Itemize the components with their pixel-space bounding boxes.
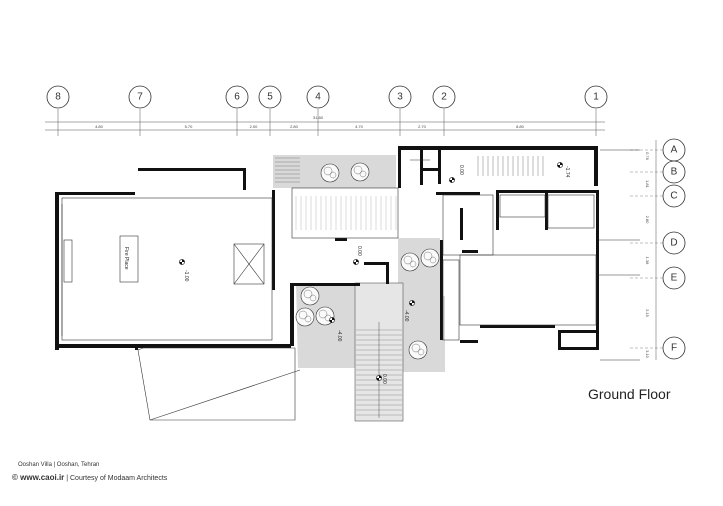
grid-label-5: 5 (267, 92, 273, 103)
level-top-right: -1.74 (564, 166, 570, 178)
row-label-B: B (671, 167, 678, 178)
project-caption: Ooshan Villa | Ooshan, Tehran (18, 462, 100, 468)
level-yard-right: -4.00 (403, 310, 409, 322)
top-dimension: 8.80 (516, 124, 525, 129)
grid-label-8: 8 (55, 92, 61, 103)
credit-caption: © www.caoi.ir | Courtesy of Modaam Archi… (12, 473, 167, 482)
row-label-A: A (671, 145, 678, 156)
tree (400, 252, 420, 272)
top-dimension: 4.70 (355, 124, 364, 129)
right-dimension: 2.80 (645, 216, 650, 225)
level-yard-left: -4.00 (336, 330, 342, 342)
site-link[interactable]: © www.caoi.ir (12, 473, 65, 482)
garden-areas (273, 155, 445, 422)
grid-bubble-2 (432, 85, 456, 109)
grid-label-4: 4 (315, 92, 321, 103)
right-dimension: 1.38 (645, 257, 650, 266)
top-dimension: 2.80 (290, 124, 299, 129)
grid-label-1: 1 (593, 92, 599, 103)
row-label-E: E (671, 273, 678, 284)
right-dimension: 2.15 (645, 309, 650, 318)
grid-rows: AB C D E F (630, 138, 686, 360)
tree (350, 162, 370, 182)
grid-bubble-7 (128, 85, 152, 109)
right-dimension: 1.81 (645, 180, 650, 189)
grid-bubble-1 (584, 85, 608, 109)
top-dimension-chain: 31.80 4.80 5.70 2.00 2.80 4.70 2.70 8.80 (45, 115, 605, 131)
overall-dimension: 31.80 (313, 115, 324, 120)
top-dimension: 5.70 (185, 124, 194, 129)
level-markers (179, 162, 563, 381)
level-center: 0.00 (356, 246, 362, 256)
right-dimension: 0.76 (645, 152, 650, 161)
row-label-D: D (670, 238, 677, 249)
grid-bubble-4 (306, 85, 330, 109)
grid-bubble-8 (46, 85, 70, 109)
grid-label-6: 6 (234, 92, 240, 103)
level-stair: 0.00 (458, 165, 464, 175)
grid-columns: 8 7 6 5 4 3 2 1 (46, 85, 608, 136)
right-dimension: 3.10 (645, 350, 650, 359)
right-dimension-chain: 0.76 1.81 2.80 1.38 2.15 3.10 (645, 152, 650, 359)
grid-label-3: 3 (397, 92, 403, 103)
fireplace-label: Fire Place (123, 247, 129, 270)
walls (55, 146, 599, 350)
tree (295, 307, 315, 327)
tree (300, 286, 320, 306)
grid-bubble-5 (258, 85, 282, 109)
top-dimension: 2.70 (418, 124, 427, 129)
credit-text: | Courtesy of Modaam Architects (66, 475, 168, 482)
grid-bubble-6 (225, 85, 249, 109)
top-dimension: 4.80 (95, 124, 104, 129)
tree (320, 163, 340, 183)
outline-lines (61, 149, 640, 421)
plan-labels: Fire Place -1.00 0.00 0.00 -1.74 -4.00 -… (123, 165, 570, 384)
tree (420, 248, 440, 268)
row-label-F: F (671, 343, 677, 354)
top-dimension: 2.00 (250, 124, 259, 129)
grid-label-7: 7 (137, 92, 143, 103)
tree (408, 340, 428, 360)
upper-stair (275, 156, 544, 230)
row-label-C: C (670, 191, 677, 202)
plan-title: Ground Floor (588, 386, 671, 402)
grid-label-2: 2 (441, 92, 447, 103)
grid-bubble-3 (388, 85, 412, 109)
trees (295, 162, 440, 360)
level-main: -1.00 (183, 270, 189, 282)
level-entry: 0.00 (381, 374, 387, 384)
